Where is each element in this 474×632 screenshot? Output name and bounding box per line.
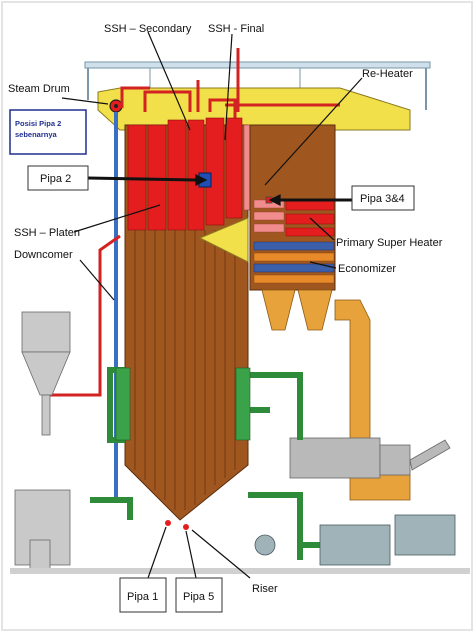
ssh-platen-label: SSH – Platen [14,227,80,239]
superheater-red-panels [127,117,243,231]
annotation-arrows [61,31,363,579]
pipa1-label: Pipa 1 [127,591,158,603]
pipa5-point [183,524,189,530]
ground-base [10,568,470,574]
economizer [253,241,335,284]
riser-label: Riser [252,583,278,595]
left-silo [14,311,71,571]
pipa1-box [119,577,167,613]
pipa34-box [351,185,415,211]
posisi-pipa2-line2: sebenarnya [15,130,58,139]
posisi-pipa2-box [9,109,87,155]
lower-fans [254,514,456,566]
pipa5-box [175,577,223,613]
backpass-hoppers [261,289,333,331]
orange-duct [334,299,371,441]
ssh-secondary-label: SSH – Secondary [104,23,192,35]
furnace-nose [198,217,249,263]
steam-drum [109,99,123,113]
reheater-label: Re-Heater [362,68,413,80]
posisi-pipa2-line1: Posisi Pipa 2 [15,119,61,128]
economizer-label: Economizer [338,263,396,275]
steam-drum-label: Steam Drum [8,83,70,95]
downcomer-label: Downcomer [14,249,73,261]
primary-superheater-label: Primary Super Heater [336,237,443,249]
pipa5-label: Pipa 5 [183,591,214,603]
pipa2-label: Pipa 2 [40,173,71,185]
furnace-tubes [134,230,236,510]
pipa2-box [27,165,89,191]
pipa1-point [165,520,171,526]
reheater-bands [253,199,285,233]
roof-structure [84,61,431,110]
air-heater [289,437,451,479]
top-red-headers [120,48,340,120]
burner-blocks [115,367,251,441]
pipa34-label: Pipa 3&4 [360,193,405,205]
ssh-final-label: SSH - Final [208,23,264,35]
